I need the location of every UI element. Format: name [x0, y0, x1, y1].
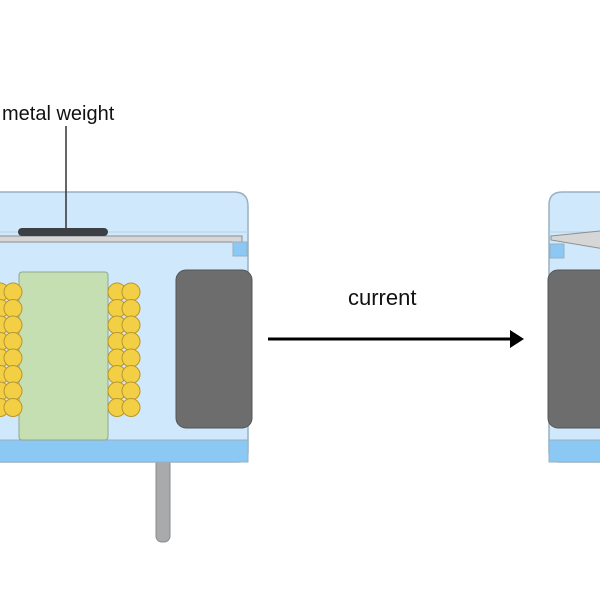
- left-magnet: [175, 269, 253, 429]
- current-label: current: [348, 285, 417, 310]
- left-base-strip: [0, 439, 249, 463]
- coil-wire: [121, 332, 141, 351]
- right-arrow-icon: [510, 330, 524, 348]
- right-base-strip: [548, 439, 600, 463]
- coil-wire: [121, 315, 141, 335]
- coil-wire: [3, 282, 23, 302]
- coil-wire: [3, 332, 23, 351]
- right-side-tab: [549, 243, 565, 259]
- coil-wire: [121, 348, 141, 368]
- right-device: [547, 191, 600, 463]
- coil-wire: [3, 315, 23, 335]
- coil-wire: [3, 381, 23, 401]
- coil-wire: [3, 348, 23, 368]
- left-side-tab: [232, 241, 248, 257]
- coil-wire: [3, 299, 23, 318]
- mounting-pin: [155, 457, 171, 543]
- coil-wire: [121, 282, 141, 302]
- current-arrow: [268, 330, 524, 348]
- metal-weight: [18, 228, 108, 236]
- metal-weight-label: metal weight: [2, 103, 115, 125]
- coil-wire: [121, 381, 141, 401]
- coil-wire: [121, 365, 141, 384]
- left-core: [18, 271, 109, 441]
- left-diaphragm-plate: [0, 235, 243, 243]
- coil-windings: [0, 282, 141, 417]
- coil-wire: [3, 398, 23, 417]
- right-magnet: [547, 269, 600, 429]
- right-diaphragm-plate: [550, 230, 600, 249]
- coil-wire: [121, 398, 141, 417]
- coil-wire: [3, 365, 23, 384]
- coil-wire: [121, 299, 141, 318]
- left-device: [0, 191, 253, 543]
